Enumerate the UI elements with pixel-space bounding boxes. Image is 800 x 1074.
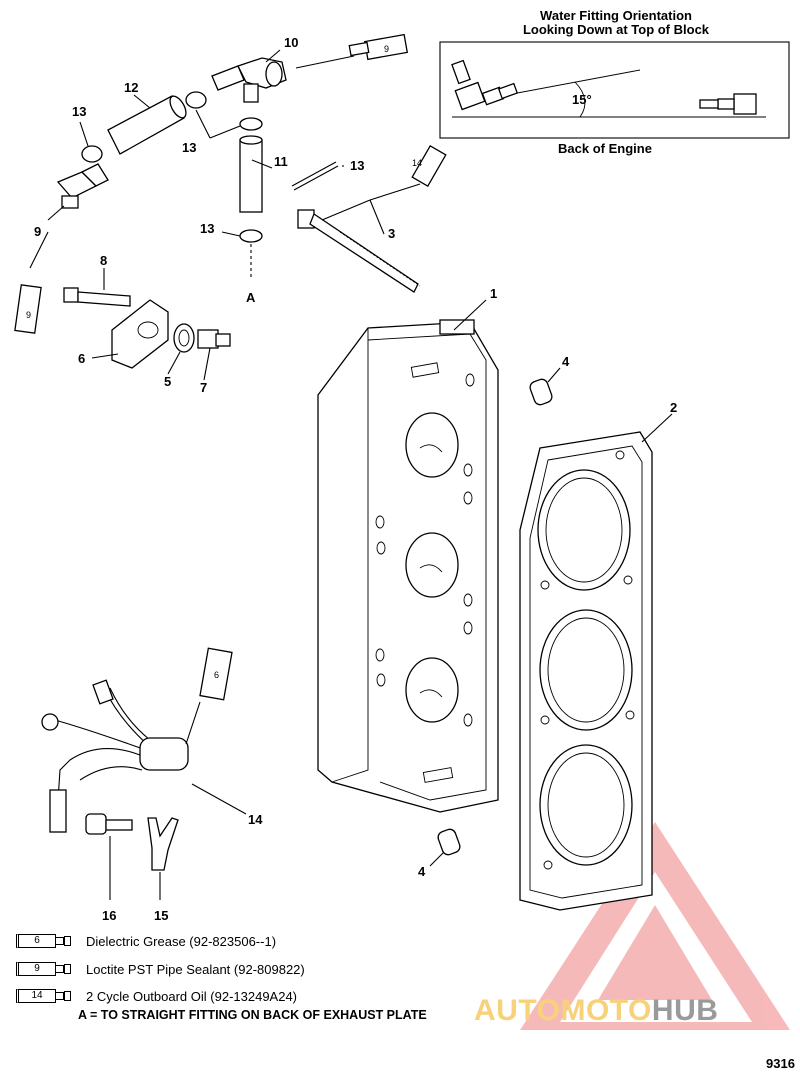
callout-1: 1 bbox=[490, 286, 497, 301]
callout-14: 14 bbox=[248, 812, 263, 827]
svg-text:9: 9 bbox=[384, 44, 389, 54]
hose-clamp-2 bbox=[185, 91, 207, 109]
oil-tube-14: 14 bbox=[411, 145, 447, 187]
inset-caption: Back of Engine bbox=[558, 141, 652, 156]
straight-fitting bbox=[197, 329, 231, 349]
inset-title-line2: Looking Down at Top of Block bbox=[523, 22, 710, 37]
callout-10: 10 bbox=[284, 35, 298, 50]
callout-6: 6 bbox=[78, 351, 85, 366]
head-gasket bbox=[519, 431, 653, 911]
straight-fitting-icon bbox=[699, 93, 757, 115]
callout-2: 2 bbox=[670, 400, 677, 415]
dowel-pin-bottom bbox=[437, 828, 461, 856]
water-fitting-inset: Water Fitting Orientation Looking Down a… bbox=[439, 8, 790, 156]
figure-number: 9316 bbox=[766, 1056, 795, 1071]
head-bolt bbox=[297, 209, 421, 293]
callout-16: 16 bbox=[102, 908, 116, 923]
callout-4: 4 bbox=[418, 864, 426, 879]
callout-15: 15 bbox=[154, 908, 168, 923]
svg-text:9: 9 bbox=[26, 310, 31, 320]
watermark-logo bbox=[520, 822, 790, 1030]
screw bbox=[85, 813, 133, 835]
callout-4: 4 bbox=[562, 354, 570, 369]
legend-item-oil: 14 2 Cycle Outboard Oil (92-13249A24) bbox=[16, 987, 297, 1005]
sealant-tube-9-left: 9 bbox=[14, 284, 42, 334]
hose-clamp-1 bbox=[81, 145, 103, 163]
legend-item-grease: 6 Dielectric Grease (92-823506--1) bbox=[16, 932, 276, 950]
callout-12: 12 bbox=[124, 80, 138, 95]
callout-7: 7 bbox=[200, 380, 207, 395]
legend-text: Loctite PST Pipe Sealant (92-809822) bbox=[86, 961, 305, 977]
svg-text:14: 14 bbox=[412, 158, 422, 168]
callout-11: 11 bbox=[274, 154, 288, 169]
callout-13: 13 bbox=[72, 104, 86, 119]
water-hose bbox=[107, 95, 187, 155]
callout-9: 9 bbox=[34, 224, 41, 239]
cotter-pin bbox=[291, 161, 339, 191]
angle-label: 15° bbox=[572, 92, 592, 107]
callout-labels: 10 12 13 9 13 11 13 13 A 3 8 1 6 5 7 4 2… bbox=[34, 35, 677, 923]
spade-terminal bbox=[147, 817, 179, 871]
plate-bolt bbox=[63, 287, 131, 307]
watermark-text: AUTOMOTOHUB bbox=[474, 994, 719, 1027]
sealant-tube-9-top: 9 bbox=[348, 33, 409, 61]
footnote: A = TO STRAIGHT FITTING ON BACK OF EXHAU… bbox=[78, 1008, 427, 1022]
legend-item-sealant: 9 Loctite PST Pipe Sealant (92-809822) bbox=[16, 960, 305, 978]
callout-13: 13 bbox=[350, 158, 364, 173]
wiring-harness bbox=[41, 679, 189, 833]
washer bbox=[173, 323, 195, 353]
callout-A: A bbox=[246, 290, 256, 305]
water-hose-vertical bbox=[239, 135, 263, 213]
dowel-pin-top bbox=[529, 378, 553, 406]
tube-icon: 9 bbox=[16, 960, 72, 978]
cover-plate bbox=[111, 299, 169, 369]
grease-tube-6: 6 bbox=[199, 647, 233, 701]
tube-icon: 14 bbox=[16, 987, 72, 1005]
hose-clamp-3 bbox=[239, 117, 263, 131]
inset-title-line1: Water Fitting Orientation bbox=[540, 8, 692, 23]
leader-lines bbox=[29, 49, 673, 900]
hose-clamp-4 bbox=[239, 229, 263, 243]
tube-icon: 6 bbox=[16, 932, 72, 950]
callout-13: 13 bbox=[200, 221, 214, 236]
callout-3: 3 bbox=[388, 226, 395, 241]
callout-13: 13 bbox=[182, 140, 196, 155]
elbow-fitting-icon bbox=[451, 59, 519, 111]
cylinder-head bbox=[317, 319, 499, 813]
elbow-fitting-left bbox=[56, 163, 109, 209]
legend-text: 2 Cycle Outboard Oil (92-13249A24) bbox=[86, 988, 298, 1004]
callout-5: 5 bbox=[164, 374, 171, 389]
legend-text: Dielectric Grease (92-823506--1) bbox=[86, 933, 277, 949]
svg-text:6: 6 bbox=[214, 670, 219, 680]
elbow-fitting bbox=[211, 57, 287, 103]
callout-8: 8 bbox=[100, 253, 107, 268]
